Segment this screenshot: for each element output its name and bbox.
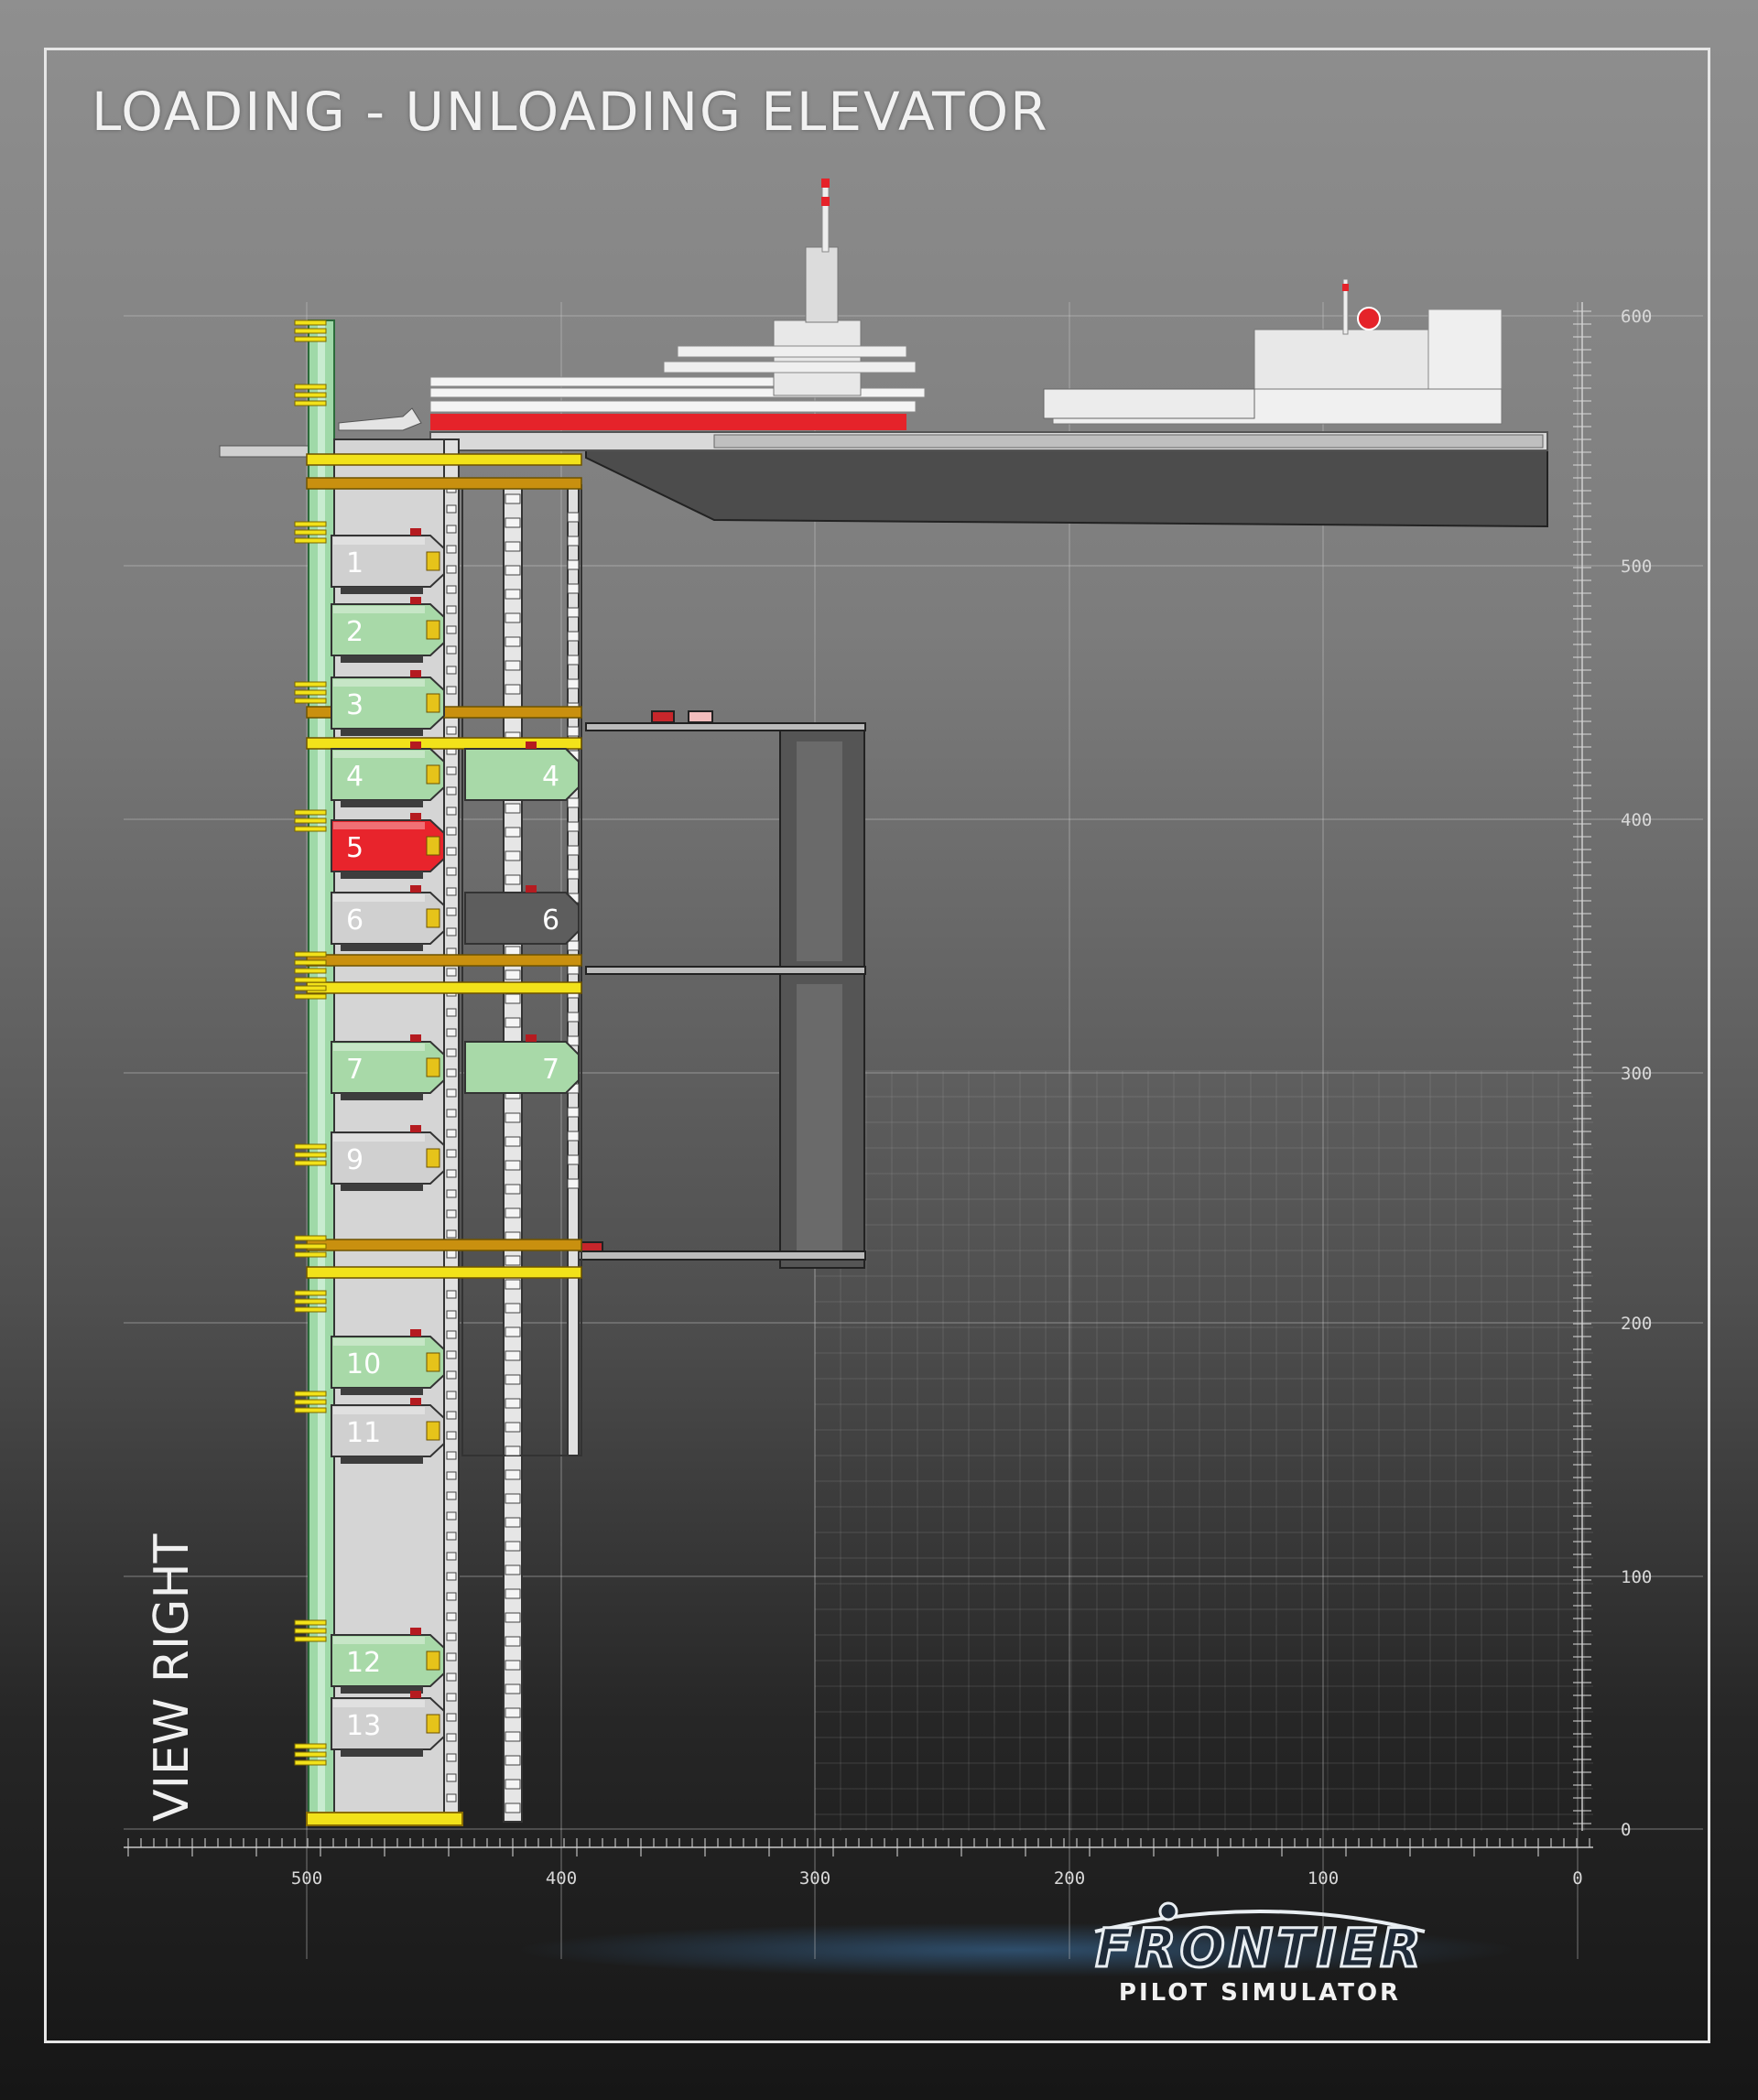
x-axis-labels: 500 400 300 200 100 0 <box>291 1868 1583 1889</box>
bay-number: 3 <box>346 689 364 721</box>
x-tick-label: 200 <box>1054 1868 1085 1889</box>
bay-module: 2 <box>331 597 445 663</box>
frontier-logo: FRONTIER PILOT SIMULATOR <box>1077 1897 1443 2007</box>
logo-arc-icon <box>1094 1901 1426 1933</box>
tower-base <box>306 1812 463 1826</box>
tower-1-deck-b <box>677 345 907 358</box>
tower-1-mast <box>805 246 839 323</box>
ship-deck-rail <box>713 434 1544 449</box>
deck-ship <box>219 178 1548 528</box>
bay-number: 1 <box>346 547 364 579</box>
bay-number: 6 <box>346 904 364 936</box>
runway-white-2 <box>429 387 926 398</box>
outer-bay-number: 6 <box>542 904 559 936</box>
bridge-module <box>1043 388 1255 419</box>
page-title: LOADING - UNLOADING ELEVATOR <box>92 81 1049 143</box>
tower-2-block <box>1427 309 1503 393</box>
runway-red <box>430 414 906 430</box>
outer-bay-module: 6 <box>464 885 580 945</box>
bay-number: 7 <box>346 1054 364 1086</box>
bay-module: 6 <box>331 885 445 951</box>
outer-bay-number: 4 <box>542 761 559 793</box>
bay-module: 4 <box>331 741 445 807</box>
bay-module: 1 <box>331 528 445 594</box>
x-tick-label: 400 <box>546 1868 577 1889</box>
bay-module: 11 <box>331 1398 445 1464</box>
logo-main-text: FRONTIER <box>1094 1916 1425 1981</box>
gantry-arm-2 <box>585 966 866 975</box>
outer-bay-number: 7 <box>542 1054 559 1086</box>
bay-module: 13 <box>331 1691 445 1757</box>
bay-number: 10 <box>346 1348 381 1380</box>
aircraft <box>338 407 422 431</box>
bay-module: 9 <box>331 1125 445 1191</box>
runway-white-1 <box>429 400 917 413</box>
yellow-markers <box>294 319 327 1766</box>
bay-module: 3 <box>331 670 445 736</box>
outer-bay-stack: 4 6 7 <box>464 741 580 1094</box>
bay-number: 9 <box>346 1144 364 1176</box>
bay-number: 4 <box>346 761 364 793</box>
y-tick-label: 0 <box>1621 1820 1631 1840</box>
gantry-arm-1 <box>585 722 866 731</box>
x-tick-label: 300 <box>799 1868 830 1889</box>
cross-beams <box>306 453 582 1279</box>
y-tick-label: 500 <box>1621 557 1652 577</box>
bay-module: 7 <box>331 1034 445 1100</box>
bay-number: 5 <box>346 832 364 864</box>
bay-module: 5 <box>331 813 445 879</box>
bay-number: 12 <box>346 1647 381 1679</box>
tower-core <box>333 438 445 1823</box>
axis-rulers <box>124 302 1593 1856</box>
gantry-frames <box>567 710 866 1269</box>
tower-2-antenna <box>1342 278 1349 335</box>
x-tick-label: 100 <box>1308 1868 1339 1889</box>
tower-1-deck-a <box>663 361 917 373</box>
x-tick-label: 500 <box>291 1868 322 1889</box>
logo-glow <box>513 1922 1520 1977</box>
outer-bay-module: 4 <box>464 741 580 801</box>
y-tick-label: 600 <box>1621 307 1652 327</box>
y-tick-label: 300 <box>1621 1064 1652 1084</box>
fine-grid <box>814 1070 1593 1831</box>
y-axis-labels: 600 500 400 300 200 100 0 <box>1621 307 1652 1840</box>
bay-number: 11 <box>346 1417 381 1449</box>
y-tick-label: 200 <box>1621 1314 1652 1334</box>
border-frame <box>44 48 1710 2043</box>
bay-number: 13 <box>346 1710 381 1742</box>
x-tick-label: 0 <box>1572 1868 1582 1889</box>
y-tick-label: 400 <box>1621 810 1652 830</box>
logo-sub-text: PILOT SIMULATOR <box>1118 1979 1402 2007</box>
outer-bay-module: 7 <box>464 1034 580 1094</box>
bay-module: 12 <box>331 1628 445 1694</box>
bay-module: 10 <box>331 1329 445 1395</box>
bay-number: 2 <box>346 616 364 648</box>
y-tick-label: 100 <box>1621 1567 1652 1587</box>
